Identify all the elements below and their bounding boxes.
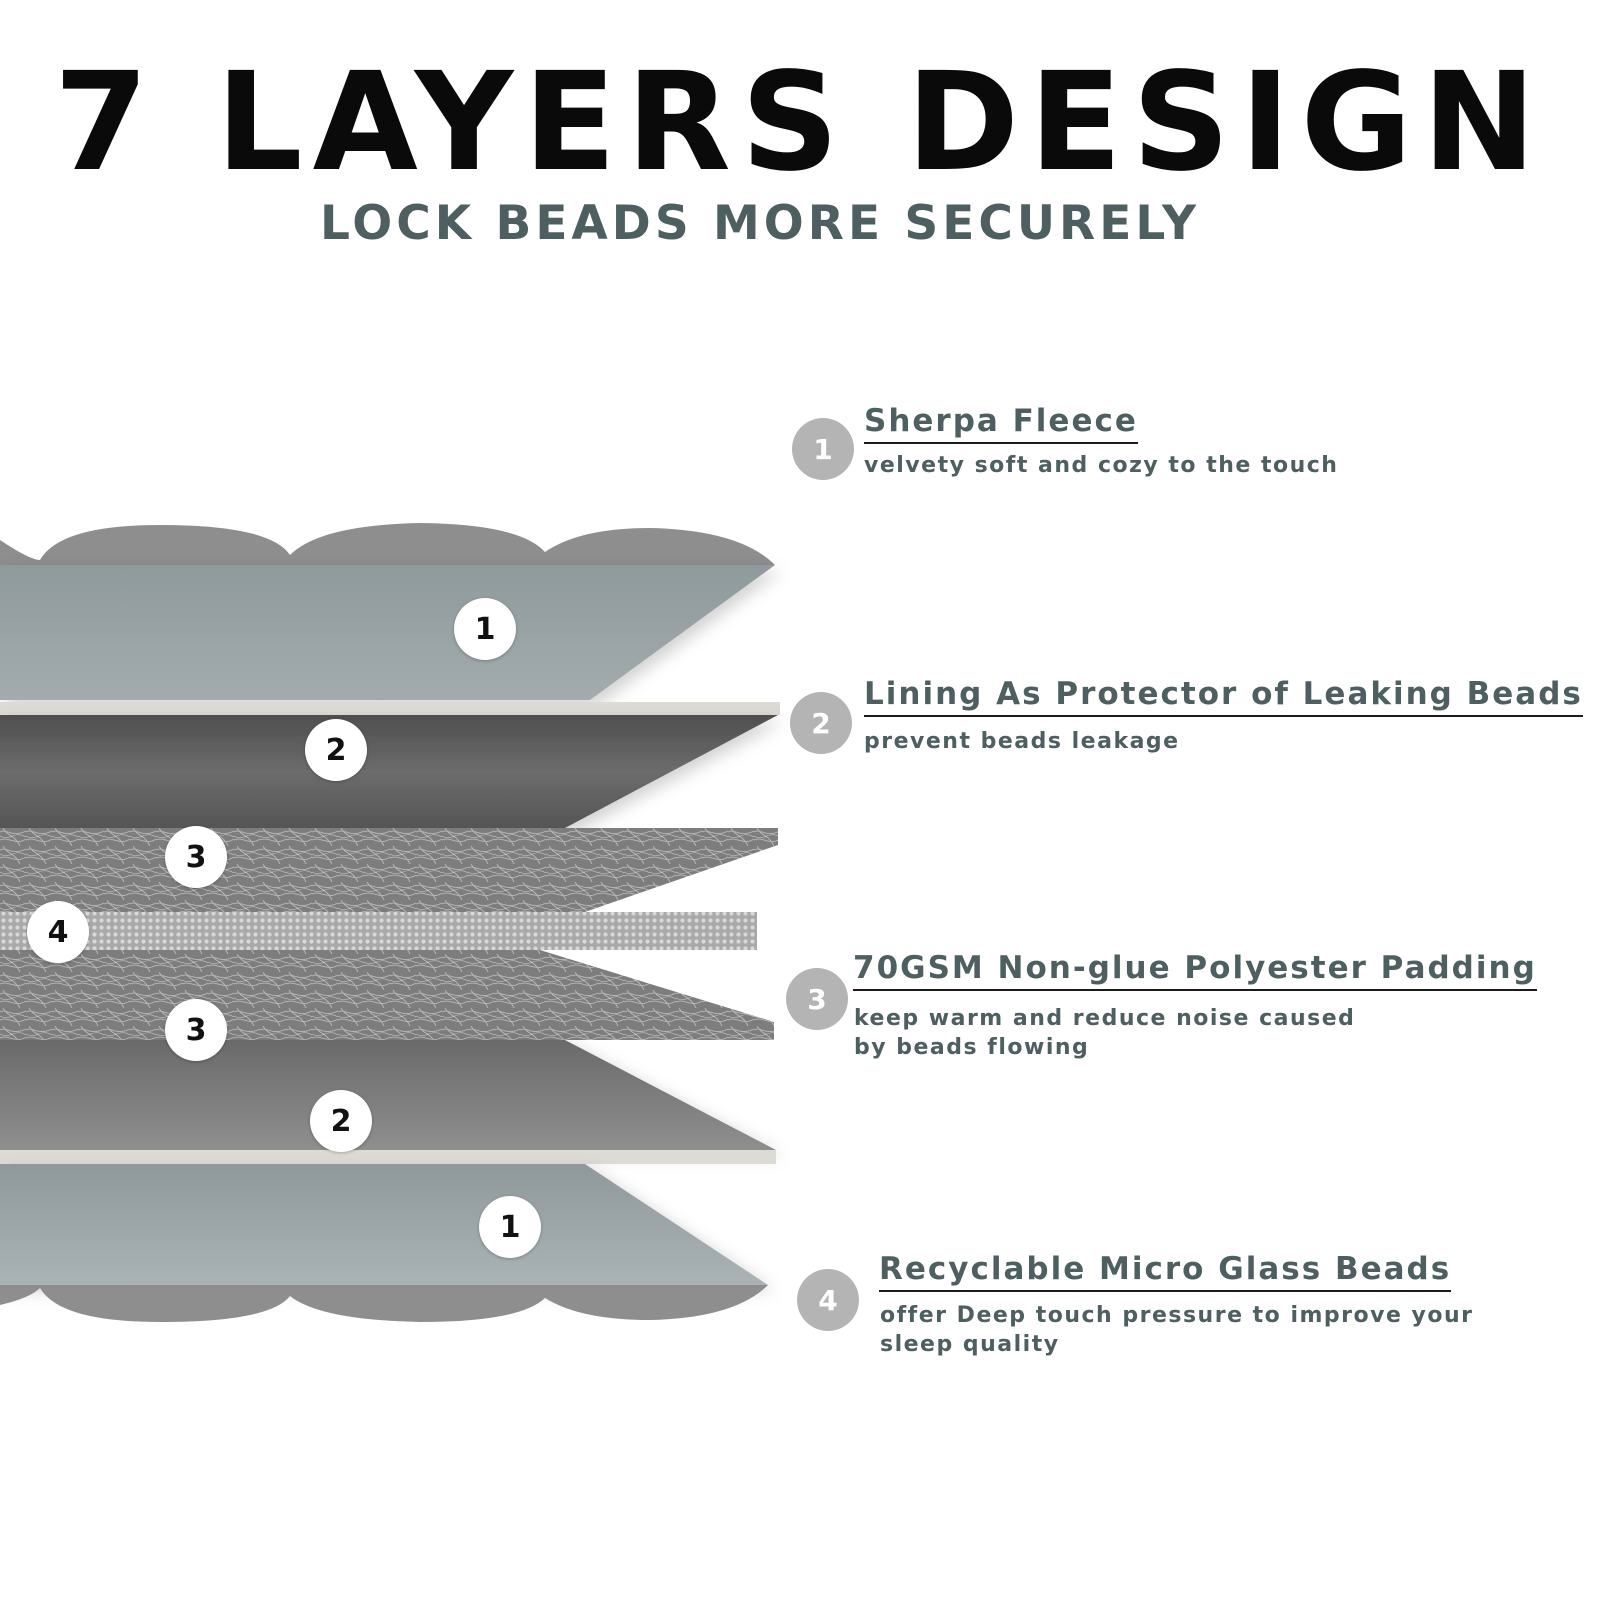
diagram-marker-lining-top: 2 [305,719,367,781]
legend-title: 70GSM Non-glue Polyester Padding [853,951,1537,991]
legend-number-badge: 2 [790,692,852,754]
legend-description: keep warm and reduce noise caused by bea… [854,1004,1374,1062]
bead-mesh-layer [0,912,757,950]
lining-layer-top [0,715,778,828]
lining-edge-top [0,702,780,715]
legend-number-badge: 4 [797,1269,859,1331]
fleece-scallop-bottom [0,1285,768,1322]
diagram-marker-padding-top: 3 [165,826,227,888]
lining-layer-bottom [0,1040,776,1150]
diagram-marker-padding-bottom: 3 [165,999,227,1061]
legend-title: Recyclable Micro Glass Beads [879,1252,1451,1292]
diagram-marker-fleece-top: 1 [454,598,516,660]
padding-layer-bottom [0,950,774,1040]
legend-description: prevent beads leakage [864,727,1424,756]
fleece-layer-top [0,565,775,700]
legend-title: Lining As Protector of Leaking Beads [864,677,1583,717]
legend-number-badge: 1 [792,418,854,480]
diagram-marker-lining-bottom: 2 [310,1090,372,1152]
diagram-marker-fleece-bottom: 1 [479,1196,541,1258]
padding-layer-top [0,828,778,912]
legend-title: Sherpa Fleece [864,404,1138,444]
fleece-scallop-top [0,523,775,565]
legend-number-badge: 3 [786,968,848,1030]
fleece-layer-bottom [0,1164,768,1285]
legend-description: velvety soft and cozy to the touch [864,451,1424,480]
legend-description: offer Deep touch pressure to improve you… [880,1301,1480,1359]
diagram-marker-beads: 4 [27,901,89,963]
lining-edge-bottom [0,1150,776,1164]
